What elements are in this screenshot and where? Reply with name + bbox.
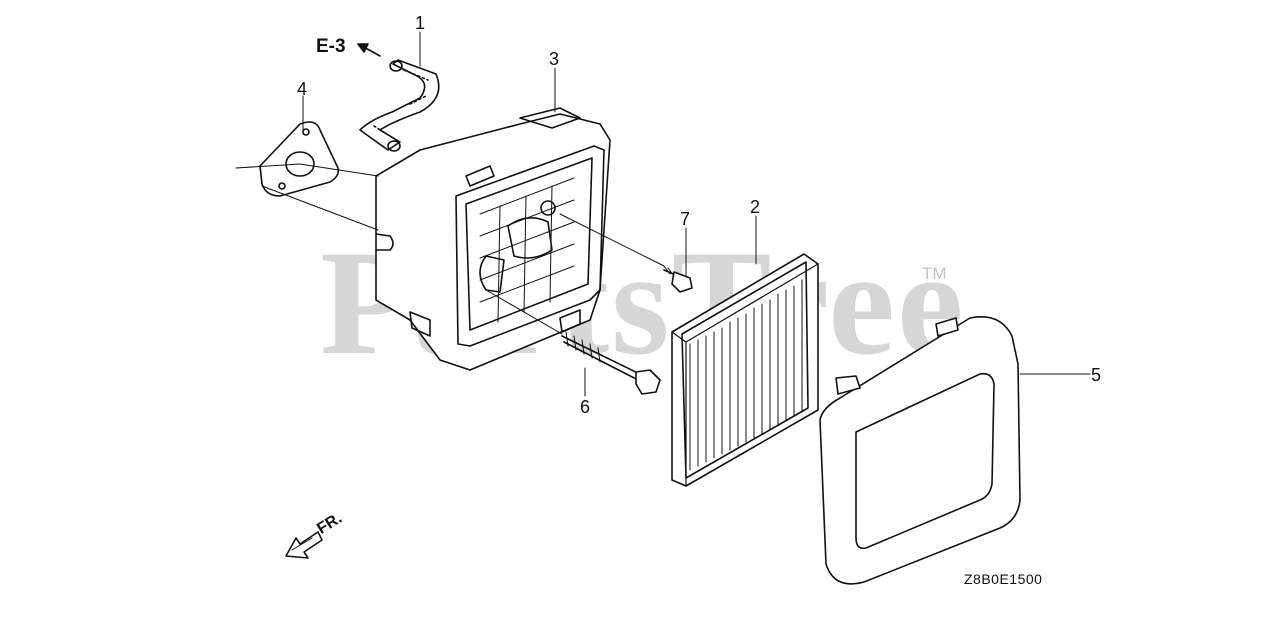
gasket-icon bbox=[259, 121, 340, 197]
part-label-3: 3 bbox=[549, 49, 560, 69]
air-filter-element-icon bbox=[671, 253, 819, 487]
flange-bolt-icon bbox=[561, 331, 661, 395]
air-cleaner-case-icon bbox=[375, 107, 611, 371]
screw-icon bbox=[663, 265, 693, 293]
air-cleaner-cover-icon bbox=[819, 316, 1021, 585]
watermark-trademark: TM bbox=[922, 264, 947, 283]
part-label-5: 5 bbox=[1091, 365, 1102, 385]
breather-tube-icon bbox=[359, 59, 440, 152]
reference-label: E-3 bbox=[316, 36, 346, 57]
diagram-code: Z8B0E1500 bbox=[964, 571, 1043, 587]
part-label-4: 4 bbox=[297, 79, 308, 99]
leader-lines bbox=[235, 31, 1091, 397]
front-direction-arrow-icon bbox=[285, 531, 323, 559]
reference-arrow-icon bbox=[357, 43, 381, 57]
part-label-7: 7 bbox=[680, 209, 691, 229]
part-label-1: 1 bbox=[415, 13, 426, 33]
part-label-6: 6 bbox=[580, 397, 591, 417]
part-label-2: 2 bbox=[750, 197, 761, 217]
